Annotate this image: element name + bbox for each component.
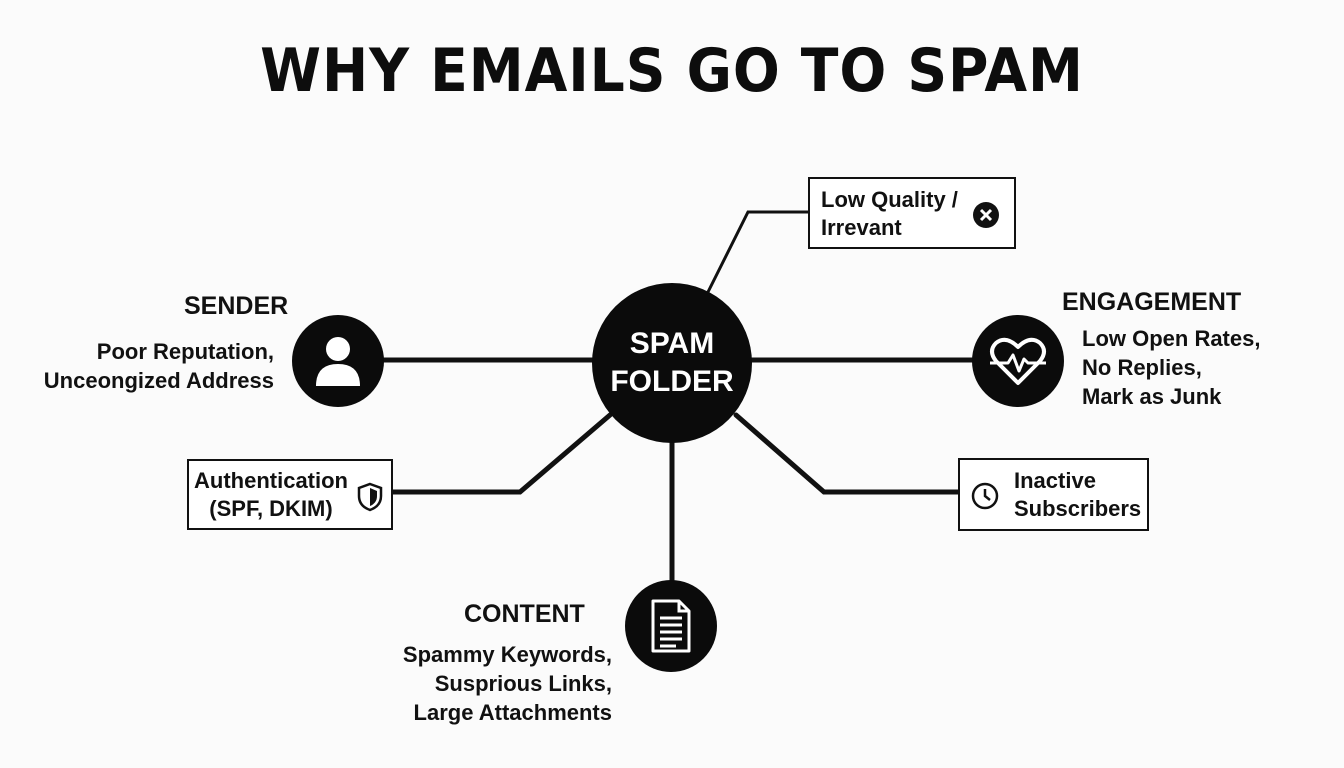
sender-line1: Poor Reputation, xyxy=(96,339,274,364)
authentication-line1: Authentication xyxy=(194,468,348,493)
engagement-line1: Low Open Rates, xyxy=(1082,326,1261,351)
content-description: Spammy Keywords, Susprious Links, Large … xyxy=(380,640,612,727)
heart-pulse-icon xyxy=(990,337,1046,385)
authentication-box: Authentication (SPF, DKIM) xyxy=(187,459,393,530)
clock-icon xyxy=(971,482,999,510)
low-quality-line2: Irrevant xyxy=(821,215,902,240)
connector-low-quality xyxy=(706,210,810,293)
engagement-node xyxy=(972,315,1064,407)
shield-icon xyxy=(357,482,383,512)
engagement-heading: ENGAGEMENT xyxy=(1062,288,1242,316)
spam-folder-hub: SPAM FOLDER xyxy=(592,283,752,443)
content-line2: Susprious Links, xyxy=(434,671,612,696)
sender-heading: SENDER xyxy=(184,292,289,320)
inactive-subscribers-box: Inactive Subscribers xyxy=(958,458,1149,531)
diagram-title: WHY EMAILS GO TO SPAM xyxy=(260,36,1084,106)
document-icon xyxy=(651,599,691,653)
engagement-line2: No Replies, xyxy=(1082,355,1202,380)
hub-label-line2: FOLDER xyxy=(610,365,734,398)
user-icon xyxy=(316,337,360,386)
hub-label-line1: SPAM xyxy=(629,327,715,360)
low-quality-box: Low Quality / Irrevant xyxy=(808,177,1016,249)
sender-node xyxy=(292,315,384,407)
engagement-description: Low Open Rates, No Replies, Mark as Junk xyxy=(1082,324,1260,411)
sender-line2: Unceongized Address xyxy=(43,368,274,393)
inactive-line2: Subscribers xyxy=(1014,496,1142,521)
content-node xyxy=(625,580,717,672)
content-line3: Large Attachments xyxy=(413,700,612,725)
content-line1: Spammy Keywords, xyxy=(402,642,612,667)
inactive-line1: Inactive xyxy=(1014,468,1096,493)
content-heading: CONTENT xyxy=(464,600,585,628)
engagement-line3: Mark as Junk xyxy=(1082,384,1222,409)
connector-authentication xyxy=(387,412,613,495)
sender-description: Poor Reputation, Unceongized Address xyxy=(40,337,274,395)
connector-inactive xyxy=(733,412,963,495)
authentication-line2: (SPF, DKIM) xyxy=(209,496,333,521)
x-circle-icon xyxy=(973,202,999,228)
low-quality-line1: Low Quality / xyxy=(821,187,958,212)
